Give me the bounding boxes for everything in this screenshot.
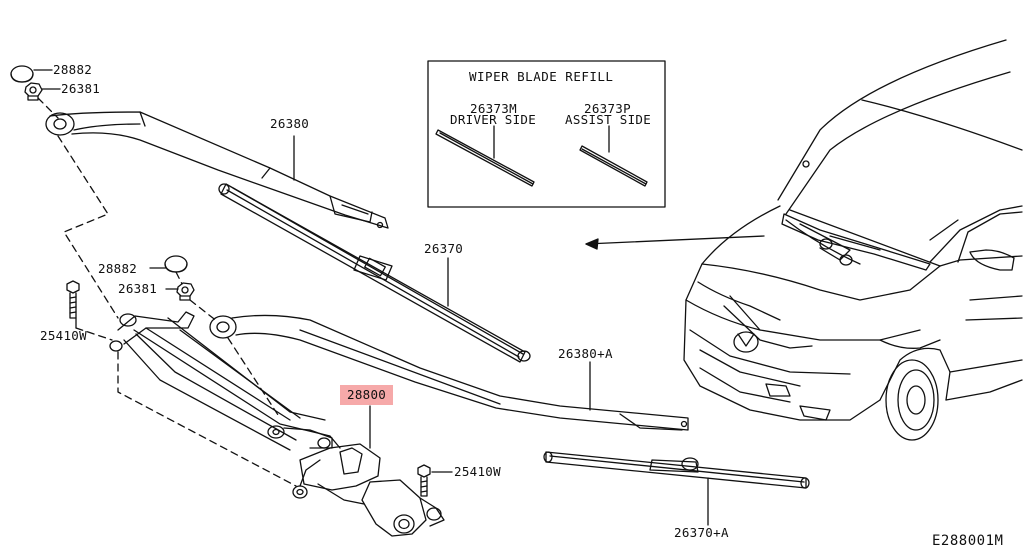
callout-cap-28882-mid[interactable]: 28882 [98,261,138,276]
assembly-dashed-lines [37,97,297,487]
callout-arm-26380-a[interactable]: 26380+A [558,346,613,361]
diagram-id: E288001M [932,533,1004,549]
callout-motor-assembly-28800[interactable]: 28800 [340,385,394,405]
callout-nut-26381-top[interactable]: 26381 [61,81,101,96]
refill-box-frame [427,60,666,208]
driver-refill-part-number[interactable]: 26373M [470,101,517,116]
driver-refill-side-label: DRIVER SIDE [450,112,537,127]
wiper-blade-26370-a [543,451,810,489]
bolt-25410w-right [417,464,431,497]
callout-nut-26381-mid[interactable]: 26381 [118,281,158,296]
driver-refill-strip [435,129,535,187]
assist-refill-strip [579,145,648,187]
cap-28882-mid [164,255,188,273]
callout-bolt-25410w-left[interactable]: 25410W [40,328,87,343]
callout-arm-26380[interactable]: 26380 [270,116,310,131]
bolt-25410w-left [66,280,80,319]
callout-cap-28882-top[interactable]: 28882 [53,62,93,77]
assist-refill-side-label: ASSIST SIDE [565,112,652,127]
cap-28882-top [10,65,34,83]
wiper-arm-26380-a [209,314,689,431]
nut-26381-mid [176,282,195,301]
nut-26381-top [24,82,43,101]
wiper-linkage-motor-28800 [109,311,445,537]
wiper-arm-26380 [45,111,389,229]
callout-blade-26370[interactable]: 26370 [424,241,464,256]
callout-bolt-25410w-right[interactable]: 25410W [454,464,501,479]
callout-blade-26370-a[interactable]: 26370+A [674,525,729,540]
refill-box-title: WIPER BLADE REFILL [469,69,614,84]
vehicle-front-view [683,39,1023,441]
assist-refill-part-number[interactable]: 26373P [584,101,631,116]
wiper-blade-26370 [218,183,531,363]
location-arrow [585,235,765,250]
